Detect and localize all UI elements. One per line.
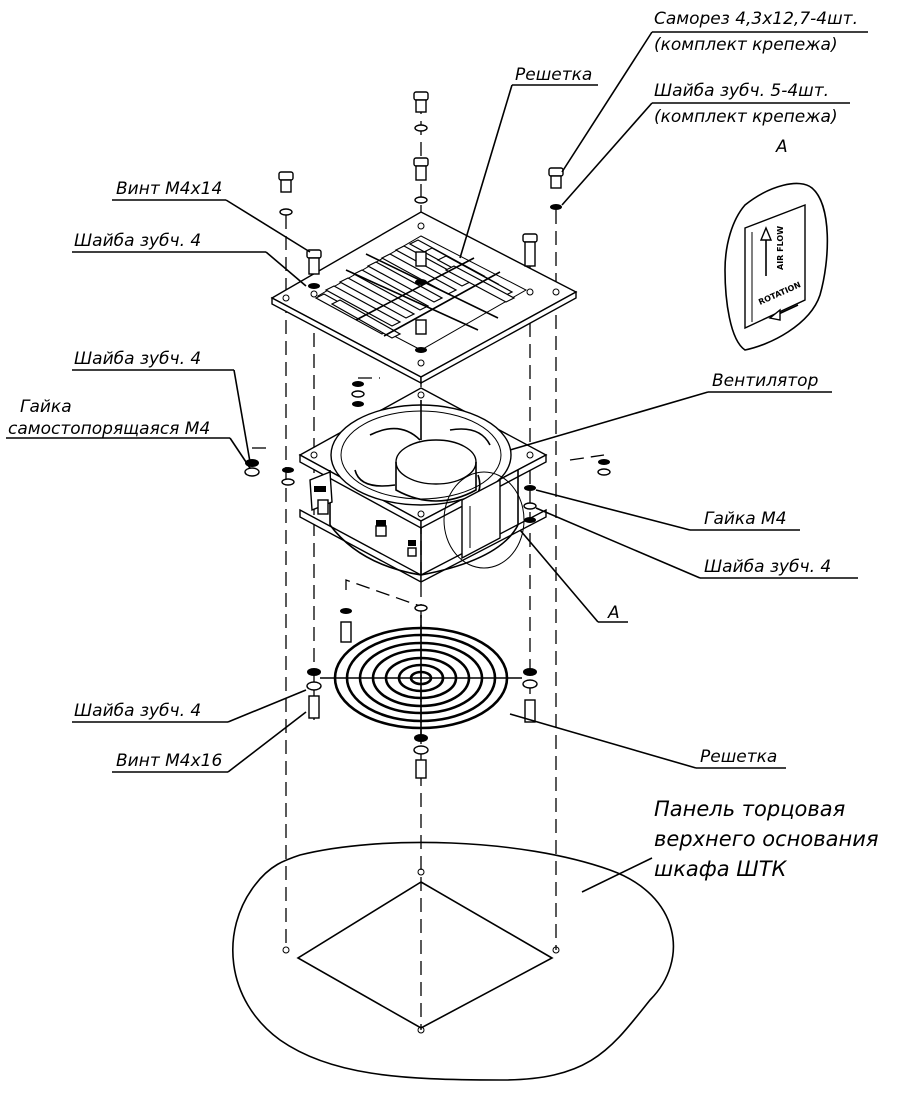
- label-shaiba-mid: Шайба зубч. 4: [74, 349, 201, 369]
- screw-right-inner: [522, 233, 538, 267]
- label-gaika-1: Гайка: [20, 397, 72, 417]
- screw-left: [278, 171, 294, 216]
- leader-lines: [6, 31, 868, 893]
- top-panel-cabinet: [232, 841, 675, 1081]
- air-flow-text: AIR FLOW: [776, 226, 785, 270]
- screw-right: [548, 167, 564, 210]
- label-shaiba-bottom: Шайба зубч. 4: [74, 701, 201, 721]
- label-shaiba5-1: Шайба зубч. 5-4шт.: [654, 81, 829, 101]
- fan-connector: [309, 470, 333, 515]
- top-hardware: [278, 91, 564, 353]
- label-panel-2: верхнего основания: [654, 827, 879, 851]
- label-gaika-2: самостопорящаяся М4: [8, 419, 210, 439]
- label-reshetka-top: Решетка: [515, 65, 592, 85]
- label-vint-m4x14: Винт М4х14: [116, 179, 222, 199]
- label-shaiba5-2: (комплект крепежа): [654, 107, 838, 127]
- label-panel-3: шкафа ШТК: [654, 857, 788, 881]
- annotations: Саморез 4,3x12,7-4шт. (комплект крепежа)…: [8, 9, 879, 881]
- bottom-round-grille: [306, 579, 538, 779]
- label-vint-m4x16: Винт М4х16: [116, 751, 222, 771]
- label-gaika-m4: Гайка М4: [704, 509, 787, 529]
- grille-slots: [314, 239, 516, 339]
- label-samorez-2: (комплект крепежа): [654, 35, 838, 55]
- detail-a-inset: AIR FLOW ROTATION: [724, 182, 829, 351]
- label-ventilyator: Вентилятор: [712, 371, 819, 391]
- label-callout-a: А: [607, 603, 620, 623]
- screw-left-inner: [306, 249, 322, 289]
- label-detail-a: А: [775, 137, 788, 157]
- fan-side-hardware: [244, 377, 611, 523]
- label-reshetka-bottom: Решетка: [700, 747, 777, 767]
- label-shaiba-right: Шайба зубч. 4: [704, 557, 831, 577]
- label-shaiba-top: Шайба зубч. 4: [74, 231, 201, 251]
- screw-center-2: [413, 157, 429, 204]
- fan-body: [298, 387, 548, 584]
- label-panel-1: Панель торцовая: [654, 797, 845, 821]
- screw-center-3: [415, 251, 427, 353]
- screw-top-center: [413, 91, 429, 132]
- top-grille-plate: [270, 211, 578, 385]
- label-samorez-1: Саморез 4,3x12,7-4шт.: [654, 9, 858, 29]
